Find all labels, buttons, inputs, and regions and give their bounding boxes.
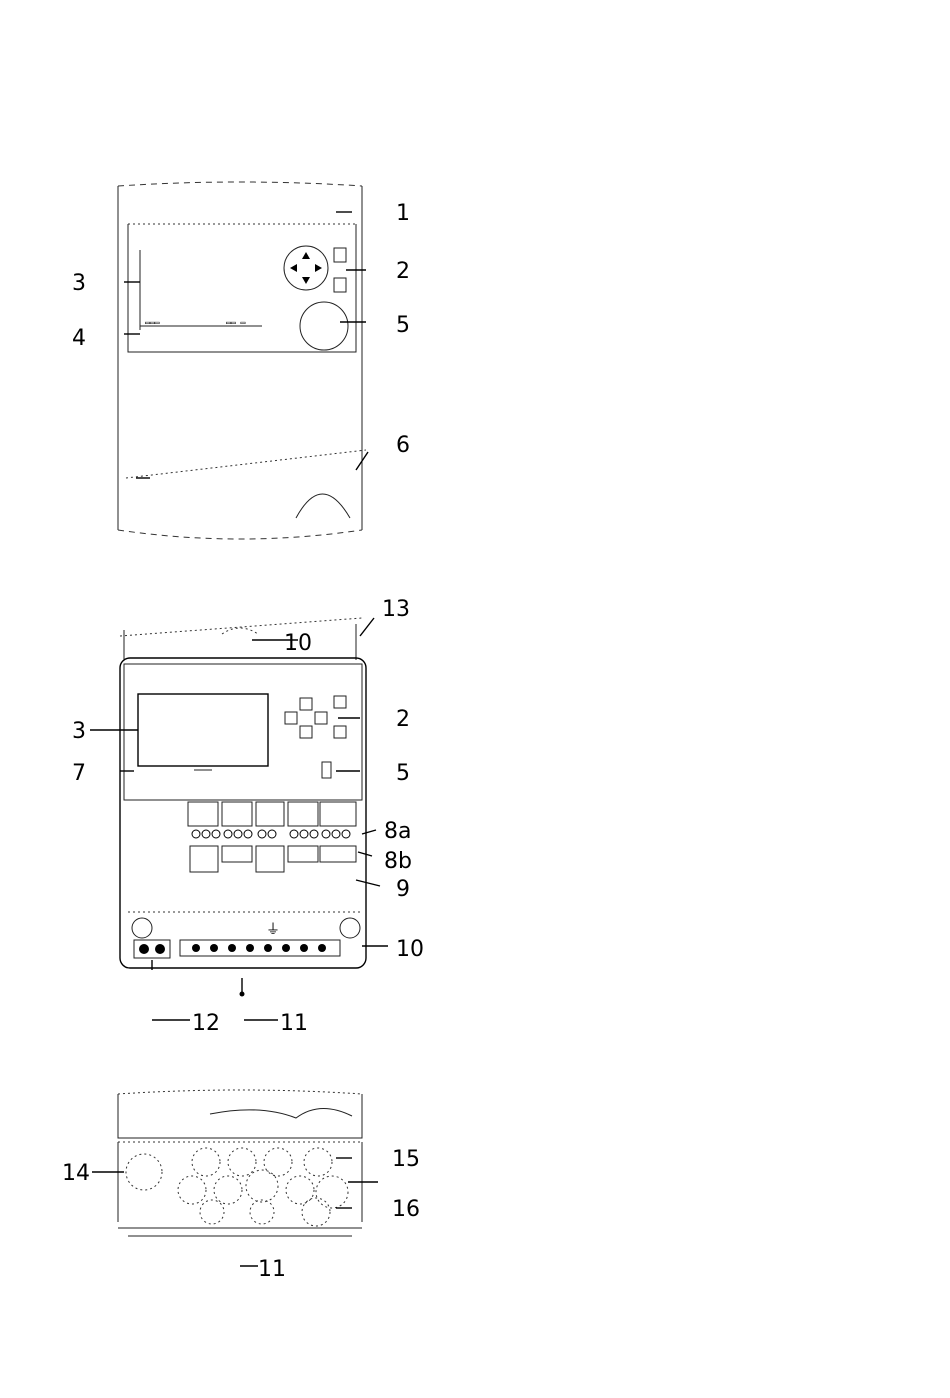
label-2: 2	[396, 259, 410, 284]
label-8b: 8b	[384, 849, 412, 874]
label-5-open: 5	[396, 761, 410, 786]
arrow-up-icon	[302, 252, 310, 259]
bottom-view: 14 15 16 11	[62, 1090, 420, 1282]
label-7: 7	[72, 761, 86, 786]
switch	[322, 762, 331, 778]
arrow-left-icon	[290, 264, 297, 272]
front-panel	[128, 224, 356, 352]
label-5: 5	[396, 313, 410, 338]
open-housing	[120, 658, 366, 968]
label-8a: 8a	[384, 819, 411, 844]
key-b	[334, 726, 346, 738]
bottom-terminal-strip	[180, 940, 340, 956]
display-small-text-right: ▭▭ ▭	[226, 318, 245, 327]
key-bottom-right	[334, 278, 346, 292]
label-10-top: 10	[284, 631, 312, 656]
open-view: ⏚ 13 10 2 3 5 7 8a 8b 9 10	[72, 597, 424, 1036]
label-1: 1	[396, 201, 410, 226]
label-16: 16	[392, 1197, 420, 1222]
cable-entries	[126, 1148, 348, 1226]
screw-right	[340, 918, 360, 938]
label-15: 15	[392, 1147, 420, 1172]
key-left	[285, 712, 297, 724]
label-3: 3	[72, 271, 86, 296]
key-up	[300, 698, 312, 710]
label-14: 14	[62, 1161, 90, 1186]
ground-symbol-icon: ⏚	[266, 922, 280, 938]
key-right	[315, 712, 327, 724]
bottom-housing-top	[118, 1094, 362, 1138]
display-small-text-left: ▭▭▭	[145, 318, 160, 327]
label-4: 4	[72, 326, 86, 351]
key-top-right	[334, 248, 346, 262]
label-9: 9	[396, 877, 410, 902]
arrow-down-icon	[302, 277, 310, 284]
cover-line	[126, 450, 366, 478]
label-6: 6	[396, 433, 410, 458]
open-display	[138, 694, 268, 766]
arrow-right-icon	[315, 264, 322, 272]
label-11-bottom: 11	[258, 1257, 286, 1282]
label-10-bottom: 10	[396, 937, 424, 962]
label-13: 13	[382, 597, 410, 622]
key-a	[334, 696, 346, 708]
key-down	[300, 726, 312, 738]
inner-panel	[124, 664, 362, 800]
screw-left	[132, 918, 152, 938]
label-2-open: 2	[396, 707, 410, 732]
label-11: 11	[280, 1011, 308, 1036]
terminal-blocks	[188, 802, 356, 872]
label-12: 12	[192, 1011, 220, 1036]
label-3-open: 3	[72, 719, 86, 744]
round-button	[300, 302, 348, 350]
cover-notch	[296, 494, 350, 518]
front-view: ▭▭▭ ▭▭ ▭ 1 2 3 4 5 6	[72, 182, 410, 539]
lid-hinge-line	[120, 618, 362, 636]
